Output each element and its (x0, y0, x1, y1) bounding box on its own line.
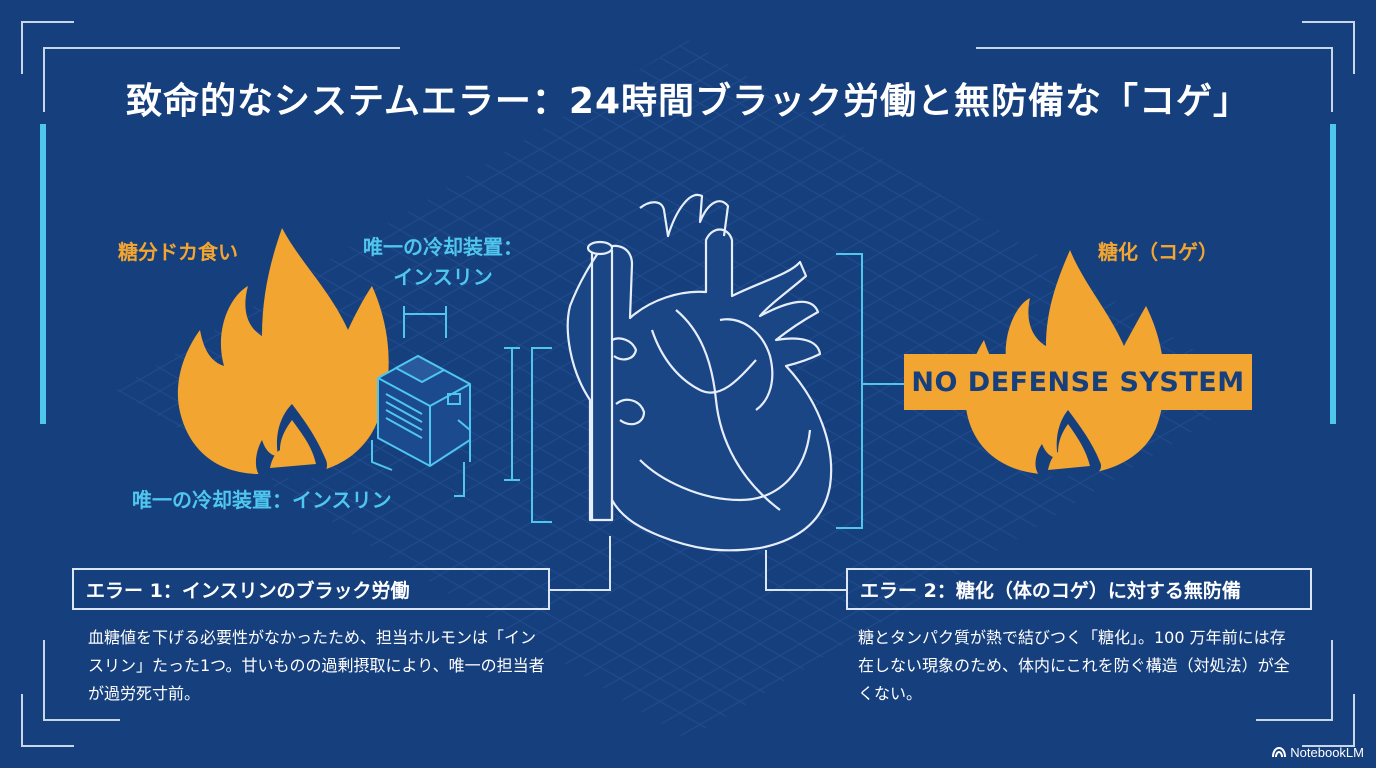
error1-description: 血糖値を下げる必要性がなかったため、担当ホルモンは「インスリン」たった1つ。甘い… (88, 628, 545, 703)
error1-heading: エラー 1：インスリンのブラック労働 (72, 568, 550, 610)
cooling-device-label-bottom: 唯一の冷却装置：インスリン (132, 488, 392, 512)
error2-description: 糖とタンパク質が熱で結びつく「糖化」。100 万年前には存在しない現象のため、体… (858, 628, 1290, 703)
no-defense-banner: NO DEFENSE SYSTEM (904, 354, 1252, 410)
title-frame: 致命的なシステムエラー：24時間ブラック労働と無防備な「コゲ」 (44, 48, 1332, 148)
heart-illustration (566, 193, 833, 552)
connector-lines (550, 536, 846, 591)
glycation-label: 糖化（コゲ） (1098, 240, 1218, 264)
cooling-device-label-line2: インスリン (393, 265, 493, 289)
cooling-device-label-top: 唯一の冷却装置： インスリン (350, 232, 536, 292)
dimension-lines (504, 253, 904, 529)
brand-name: NotebookLM (1290, 745, 1364, 760)
left-accent-bar (40, 124, 46, 424)
cooling-device-label-line1: 唯一の冷却装置： (363, 235, 523, 259)
brand-footer: NotebookLM (1272, 745, 1364, 760)
right-accent-bar (1330, 124, 1336, 424)
cooling-unit-icon (371, 306, 471, 497)
flame-icon (177, 228, 389, 478)
notebooklm-logo-icon (1272, 747, 1287, 758)
frame-corners (21, 21, 1355, 747)
page-title: 致命的なシステムエラー：24時間ブラック労働と無防備な「コゲ」 (125, 81, 1251, 122)
sugar-binge-label: 糖分ドカ食い (118, 240, 238, 264)
error2-heading: エラー 2：糖化（体のコゲ）に対する無防備 (846, 568, 1312, 610)
